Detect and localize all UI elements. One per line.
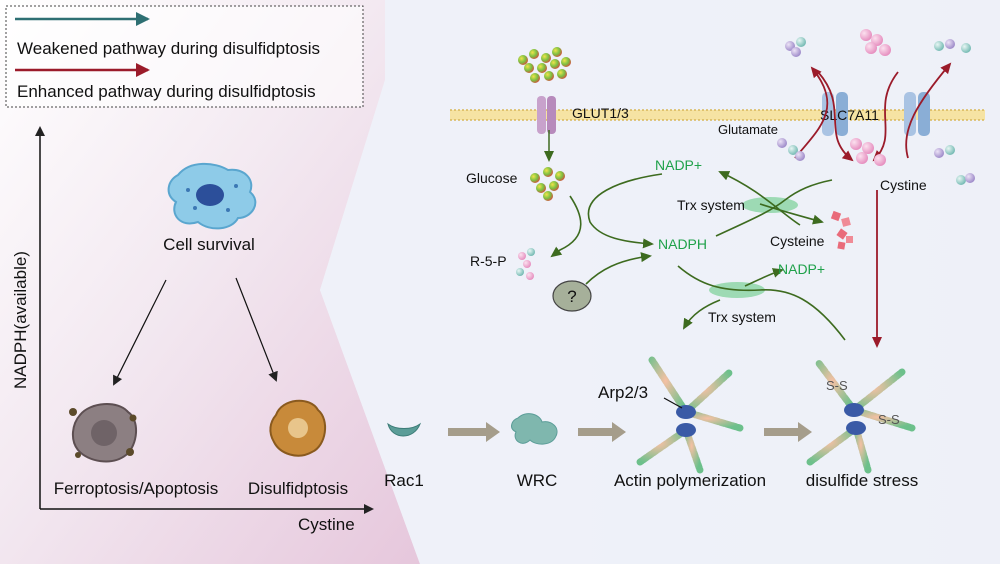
trx-top-arrows [715,171,833,237]
ferroptosis-label: Ferroptosis/Apoptosis [54,479,218,498]
glucose-label: Glucose [466,170,518,186]
nadph-label: NADPH [658,236,707,252]
stress-label: disulfide stress [806,471,918,490]
intracellular-particles [777,138,975,185]
r5p-label: R-5-P [470,253,507,269]
trx-system-bottom-label: Trx system [708,309,776,325]
trx-system-top-label: Trx system [677,197,745,213]
arrow-to-ferroptosis [113,279,167,386]
ss-bond-2: S-S [878,412,900,427]
arrow-to-disulfidptosis [235,277,278,382]
rac1-shape [387,422,422,437]
unknown-source [552,280,592,312]
disulfidptosis-label: Disulfidptosis [248,479,348,498]
wrc-label: WRC [517,471,558,490]
nadp-plus-bottom: NADP+ [778,261,825,277]
glut-transporter [537,96,556,134]
arp-complex-top [676,405,696,419]
cell-survival-label: Cell survival [163,235,255,254]
nadp-plus-top: NADP+ [655,157,702,173]
stressed-actin-filaments [806,358,916,474]
glucose-cluster-inside [530,167,565,201]
unknown-to-nadph-arrow [585,252,652,285]
cysteine-particles [830,210,853,250]
legend-enhanced: Enhanced pathway during disulfidptosis [17,82,316,101]
trx-bottom-arrows [677,265,846,341]
slc-exchange-arrows [794,62,952,162]
arp-label: Arp2/3 [598,383,648,402]
slc-label: SLC7A11 [820,107,879,123]
wrc-shape [511,413,558,445]
disulfidptosis-cell [269,399,327,457]
cell-survival-cell [167,162,257,230]
axes: NADPH(available) Cystine [11,126,374,534]
nucleus [196,184,224,206]
cystine-label: Cystine [880,177,927,193]
right-panel [320,0,1000,564]
rac1-label: Rac1 [384,471,424,490]
x-axis-label: Cystine [298,515,355,534]
ss-bond-1: S-S [826,378,848,393]
legend-box: Weakened pathway during disulfidptosis E… [5,5,364,108]
glutamate-label: Glutamate [718,122,778,137]
actin-label: Actin polymerization [614,471,766,490]
arrow-rac1-wrc [448,422,500,442]
arrow-wrc-actin [578,422,626,442]
y-axis-label: NADPH(available) [11,251,30,389]
unknown-label: ? [567,287,576,306]
arp-complex-bottom [676,423,696,437]
pentose-phosphate-arrows [550,173,663,258]
glut-label: GLUT1/3 [572,105,629,121]
glucose-cluster-outside [518,47,571,83]
cysteine-label: Cysteine [770,233,825,249]
stress-arp-bottom [846,421,866,435]
arrow-actin-stress [764,422,812,442]
arp-pointer [663,397,683,409]
ferroptosis-cell [69,403,137,463]
extracellular-particles [785,29,971,57]
stress-arp-top [844,403,864,417]
r5p-particles [516,248,535,280]
legend-weakened: Weakened pathway during disulfidptosis [17,39,320,58]
